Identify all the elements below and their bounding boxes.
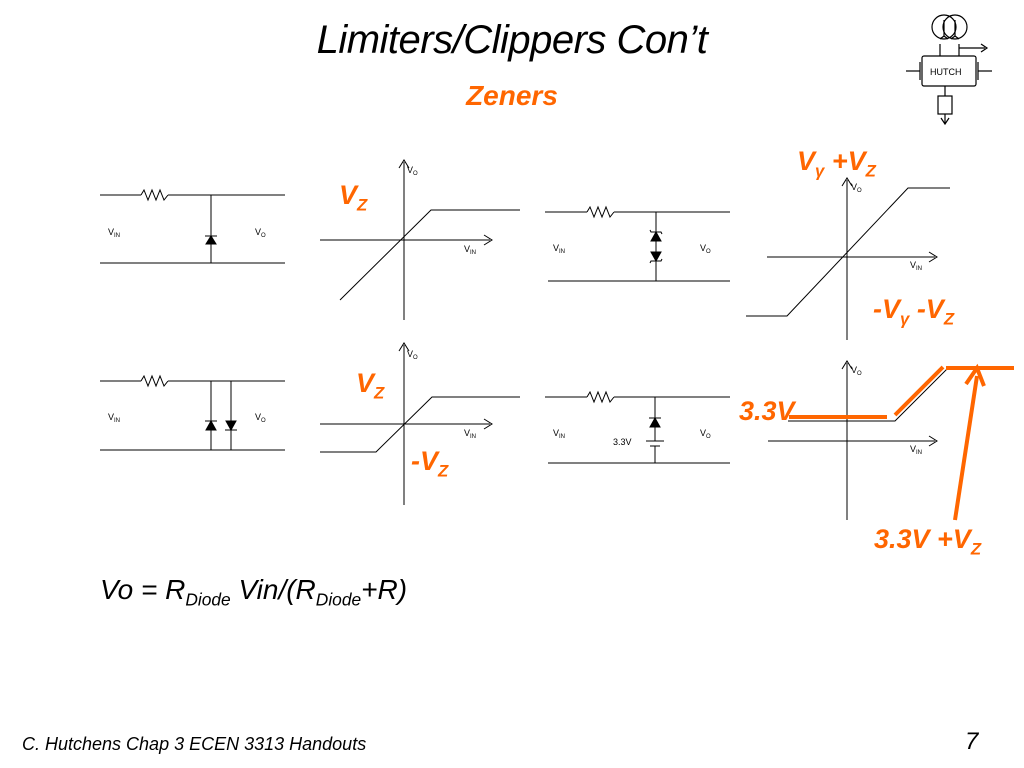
- footer-text: C. Hutchens Chap 3 ECEN 3313 Handouts: [22, 734, 367, 754]
- plot2-vo-label: VO: [851, 182, 862, 194]
- circuit4-vin-label: VIN: [553, 428, 565, 440]
- vgamma-plus-vz-label: Vγ +VZ: [797, 146, 876, 181]
- plot1-vo-label: VO: [407, 165, 418, 177]
- v33-plus-vz-label: 3.3V +VZ: [874, 524, 982, 559]
- plot4-vo-label: VO: [851, 365, 862, 377]
- formula: Vo = RDiode Vin/(RDiode+R): [100, 574, 408, 610]
- transfer-plot-2: [746, 177, 950, 340]
- circuit3-vin-label: VIN: [108, 412, 120, 424]
- battery-label: 3.3V: [613, 437, 632, 447]
- v33-label: 3.3V: [739, 396, 795, 426]
- hutch-logo: [906, 14, 992, 126]
- plot3-vin-label: VIN: [464, 428, 476, 440]
- plot4-vin-label: VIN: [910, 444, 922, 456]
- plot1-vin-label: VIN: [464, 244, 476, 256]
- circuit1-vo-label: VO: [255, 227, 266, 239]
- circuit-zener-with-source: [545, 390, 730, 464]
- slide-subtitle: Zeners: [466, 80, 558, 111]
- slide-title: Limiters/Clippers Con’t: [316, 18, 708, 62]
- circuit-single-zener: [100, 188, 285, 264]
- circuit-back-to-back-zener: [545, 205, 730, 282]
- vz-label-top: VZ: [339, 180, 368, 215]
- circuit2-vo-label: VO: [700, 243, 711, 255]
- circuit3-vo-label: VO: [255, 412, 266, 424]
- circuit-parallel-zeners: [100, 374, 285, 451]
- neg-vz-label: -VZ: [411, 446, 449, 481]
- transfer-plot-1: [320, 159, 520, 320]
- plot2-vin-label: VIN: [910, 260, 922, 272]
- logo-text: HUTCH: [930, 67, 962, 77]
- plot3-vo-label: VO: [407, 349, 418, 361]
- circuit4-vo-label: VO: [700, 428, 711, 440]
- circuit1-vin-label: VIN: [108, 227, 120, 239]
- page-number: 7: [965, 728, 979, 755]
- vz-label-mid: VZ: [356, 368, 385, 403]
- circuit2-vin-label: VIN: [553, 243, 565, 255]
- neg-vgamma-neg-vz-label: -Vγ -VZ: [873, 294, 955, 329]
- orange-annotations: [789, 363, 1014, 521]
- transfer-plot-3: [320, 342, 520, 505]
